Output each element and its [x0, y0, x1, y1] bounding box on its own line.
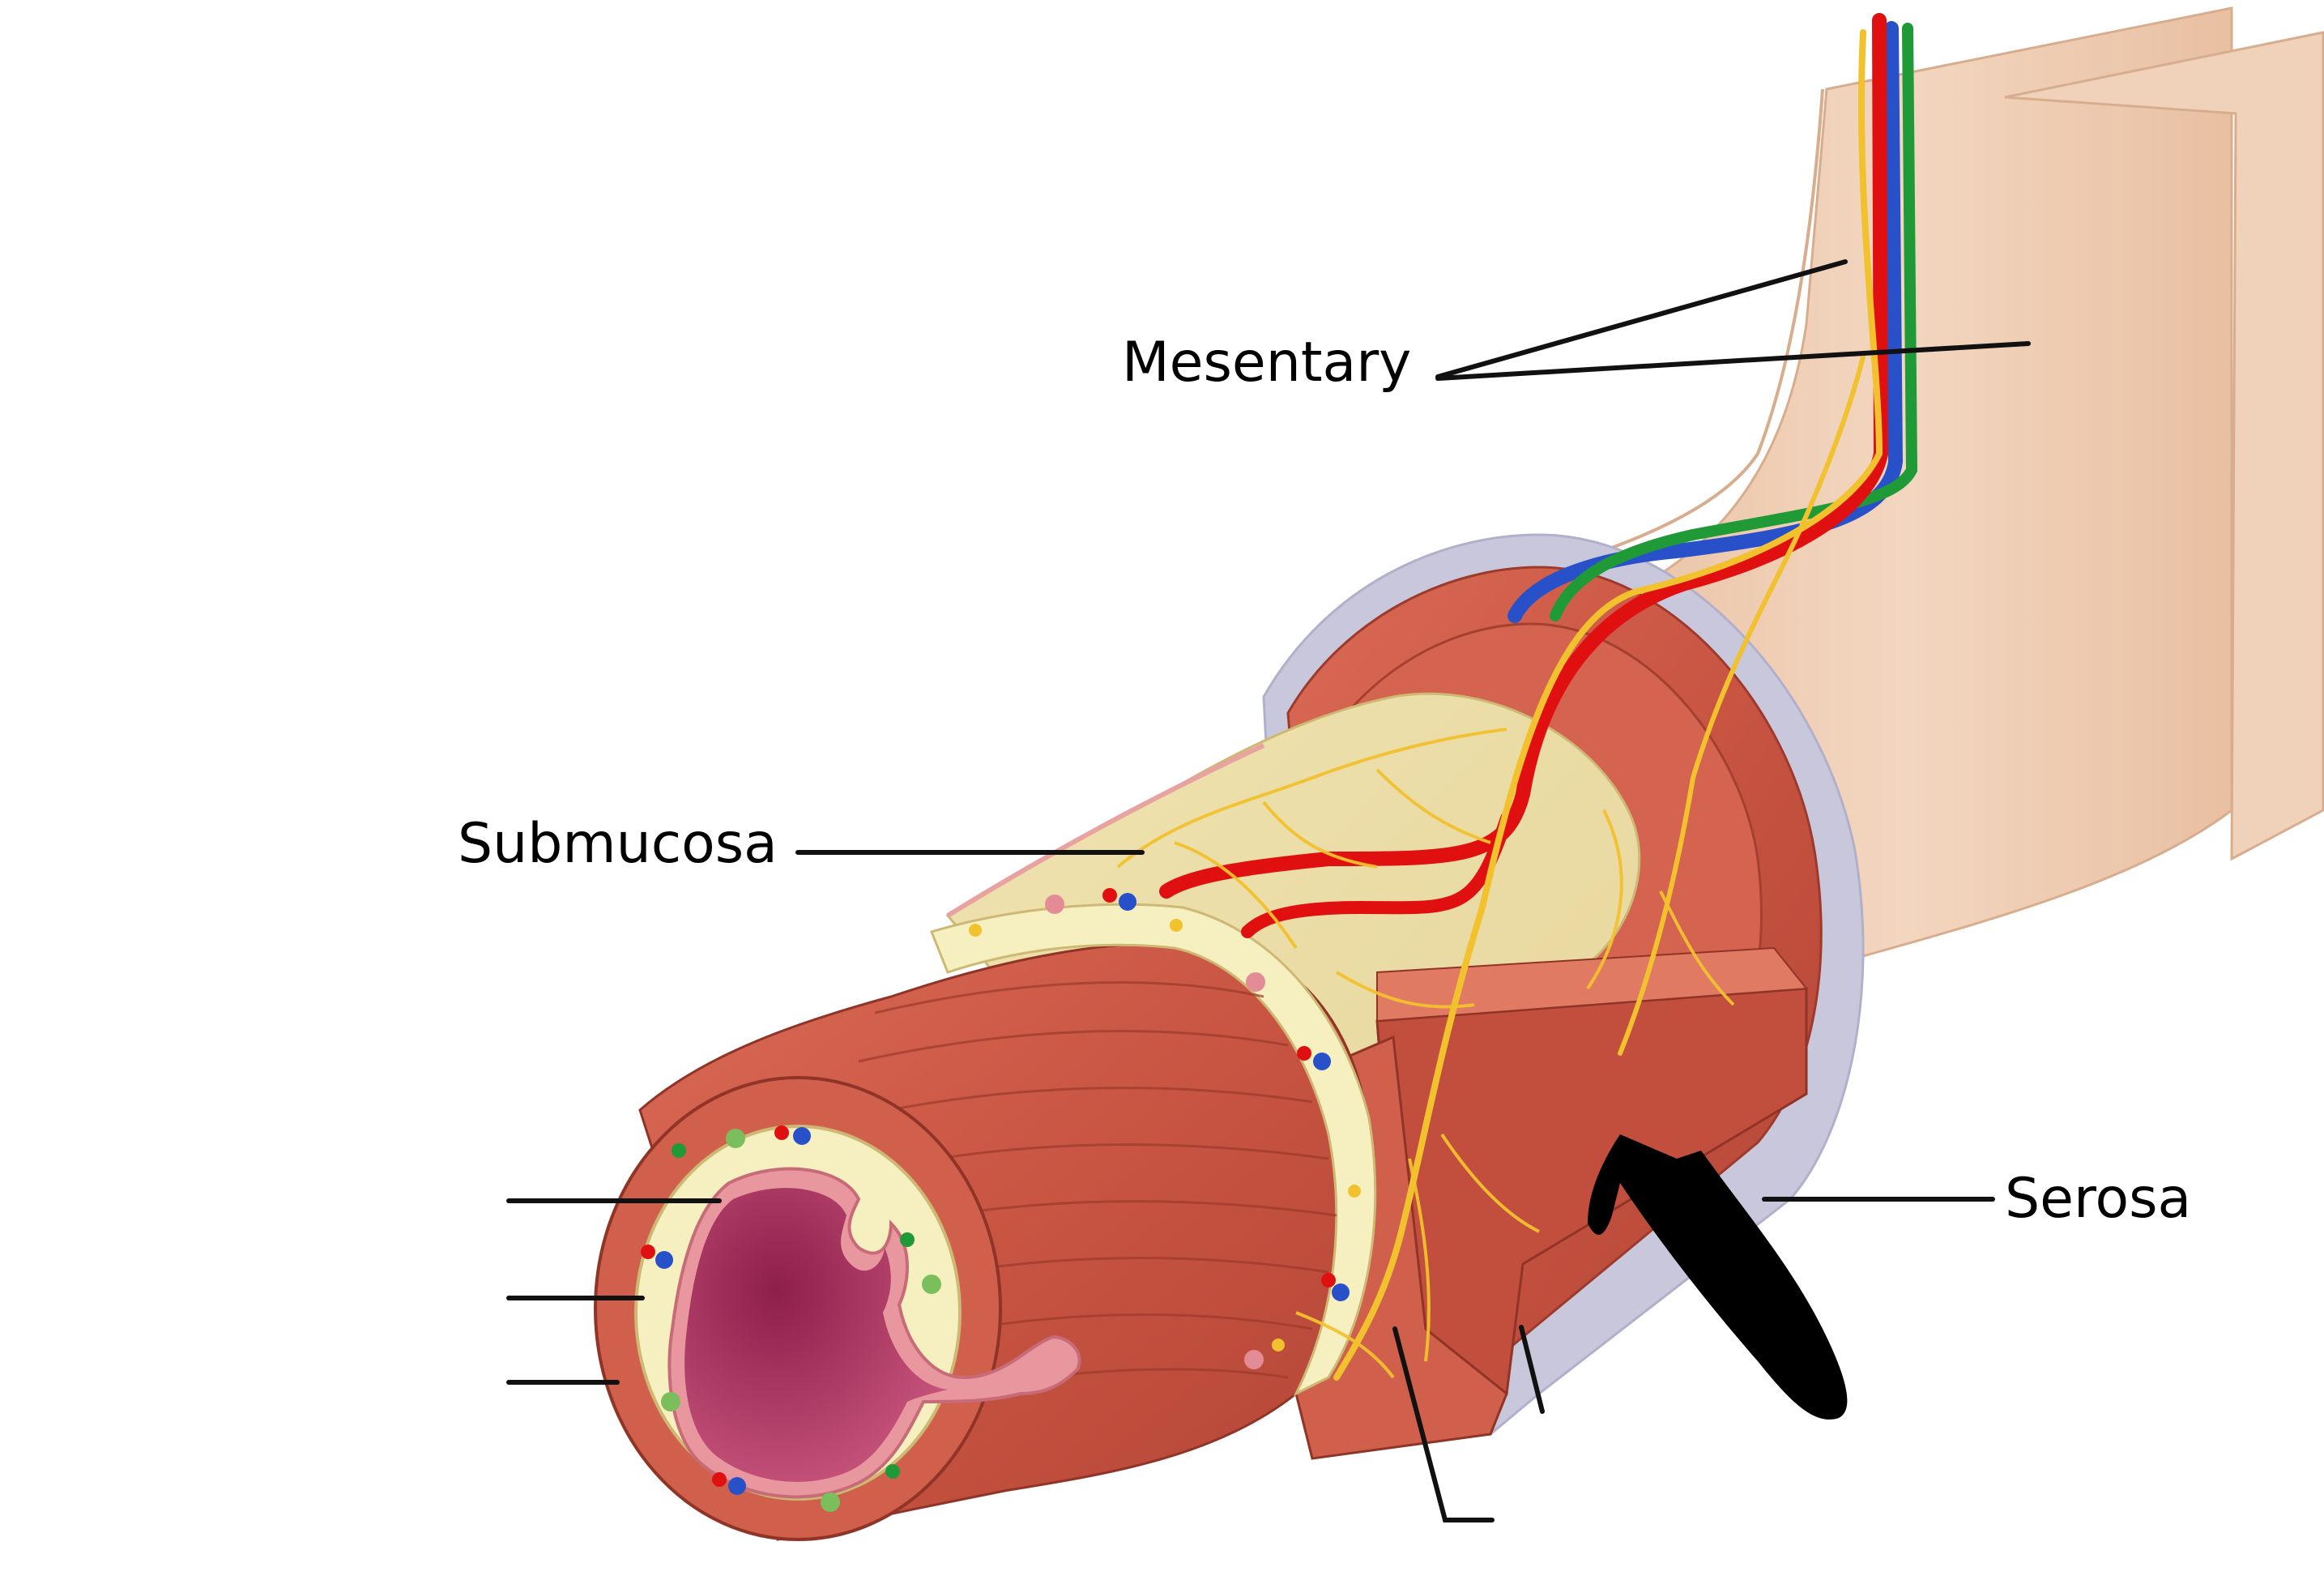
lumen	[684, 1188, 948, 1482]
nerve-branch	[1618, 354, 1866, 1056]
mesenteric-vessels	[1159, 13, 1918, 1381]
vessel-dots	[641, 1125, 941, 1512]
submucosa-ring	[929, 903, 1377, 1397]
mucosa-edge	[946, 743, 1265, 918]
mesentery-fold-edge	[1579, 88, 1824, 561]
leader-longitudinal-muscle-line	[1392, 1326, 1495, 1522]
serosa-label: Serosa	[2005, 1167, 2191, 1231]
mesentery-leaders	[1435, 259, 2031, 381]
mesentery-label: Mesentary	[1122, 331, 1411, 395]
nerve-main	[1333, 29, 1883, 1381]
lymph-vessel	[1550, 23, 1918, 621]
nerve-plexus	[1116, 728, 1735, 1379]
mesentery-fold	[2004, 31, 2324, 861]
pointer-arrow	[1588, 1134, 1848, 1420]
submucosa-label: Submucosa	[458, 812, 778, 876]
leader-circular-muscle-line	[1519, 1325, 1545, 1414]
ring-vessel-dots	[969, 888, 1361, 1369]
